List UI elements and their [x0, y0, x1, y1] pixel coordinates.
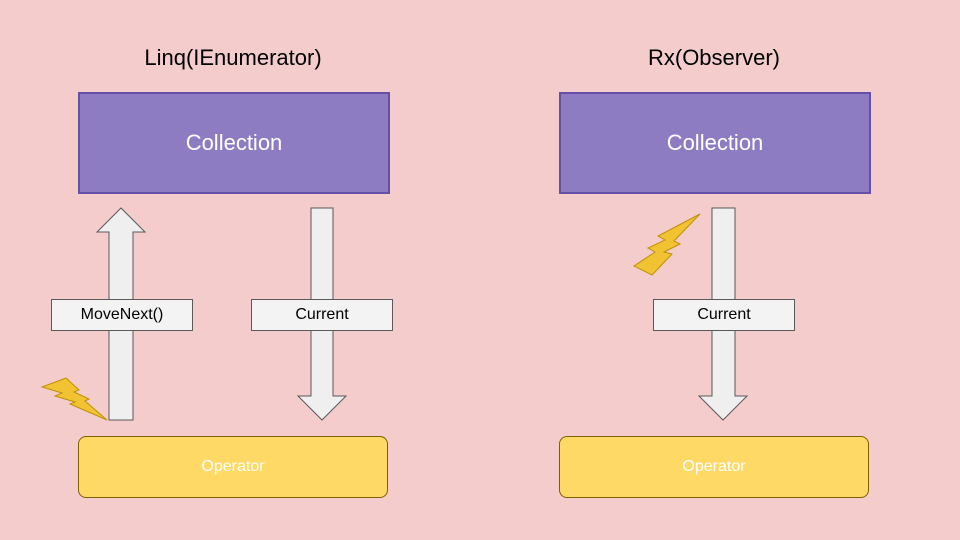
- lightning-icon: [40, 377, 108, 421]
- left-panel-title: Linq(IEnumerator): [144, 45, 322, 70]
- left-collection-box: Collection: [78, 92, 390, 194]
- left-operator-box: Operator: [78, 436, 388, 498]
- right-collection-box: Collection: [559, 92, 871, 194]
- right-current-label: Current: [653, 299, 795, 331]
- movenext-label: MoveNext(): [51, 299, 193, 331]
- right-panel-title: Rx(Observer): [647, 45, 780, 70]
- lightning-icon: [633, 213, 701, 276]
- left-current-label: Current: [251, 299, 393, 331]
- right-operator-box: Operator: [559, 436, 869, 498]
